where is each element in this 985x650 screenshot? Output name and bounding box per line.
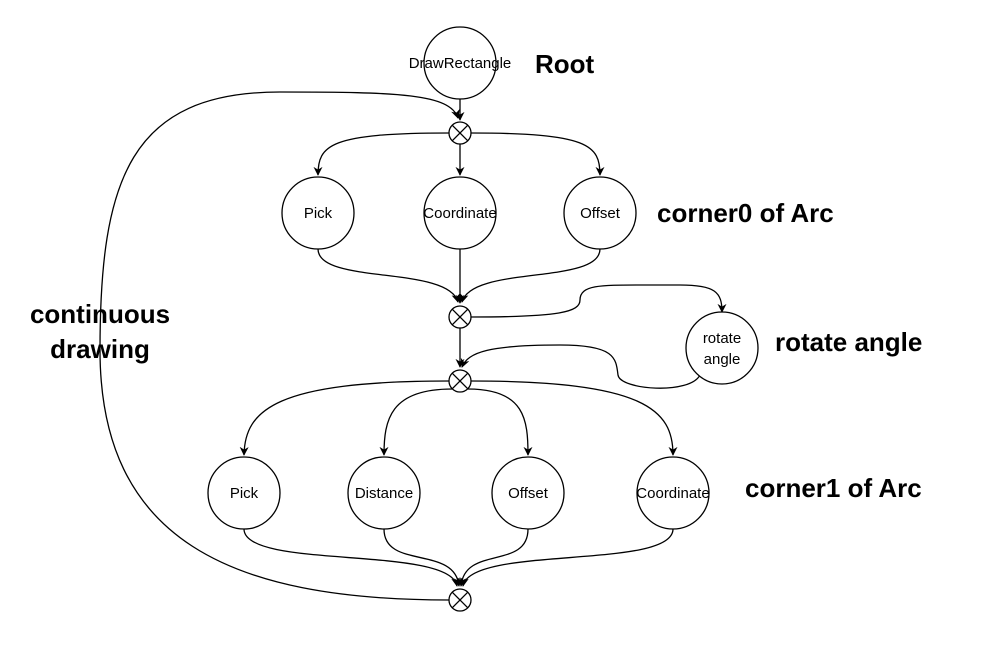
node-rotate-angle: rotate angle <box>685 311 759 385</box>
label-root: Root <box>535 49 595 79</box>
node-root: DrawRectangle <box>409 26 512 100</box>
node-c0-coordinate-label: Coordinate <box>423 205 496 222</box>
edge-junction3-to-c1-coordinate <box>470 380 678 456</box>
node-c0-offset: Offset <box>563 176 637 250</box>
junction-3-icon <box>448 369 472 393</box>
node-c1-offset: Offset <box>491 456 565 530</box>
edge-c1-pick-to-junction4 <box>243 528 461 587</box>
edge-c0-pick-to-junction2 <box>317 248 461 303</box>
edge-c1-distance-to-junction4 <box>383 528 463 587</box>
edge-junction1-to-c0-pick <box>313 132 450 176</box>
junction-1-icon <box>448 121 472 145</box>
edge-c1-coordinate-to-junction4 <box>459 528 674 587</box>
edge-continuous-drawing-loop <box>99 91 460 601</box>
node-c1-pick: Pick <box>207 456 281 530</box>
node-rotate-label-line2: angle <box>704 351 741 368</box>
edge-rotate-to-junction3 <box>460 344 701 389</box>
junction-4-icon <box>448 588 472 612</box>
node-c1-coordinate-label: Coordinate <box>636 485 709 502</box>
node-c0-pick: Pick <box>281 176 355 250</box>
label-continuous-line1: continuous <box>30 299 170 329</box>
node-root-label: DrawRectangle <box>409 55 512 72</box>
edge-junction3-to-c1-offset <box>467 388 533 456</box>
node-c1-offset-label: Offset <box>508 485 549 502</box>
junction-2-icon <box>448 305 472 329</box>
edge-junction3-to-c1-pick <box>239 380 450 456</box>
label-continuous-line2: drawing <box>50 334 150 364</box>
node-c1-pick-label: Pick <box>230 485 259 502</box>
node-c1-coordinate: Coordinate <box>636 456 710 530</box>
node-c0-coordinate: Coordinate <box>423 176 497 250</box>
edge-c1-offset-to-junction4 <box>457 528 529 587</box>
node-rotate-label-line1: rotate <box>703 330 741 347</box>
node-c1-distance-label: Distance <box>355 485 413 502</box>
edge-junction2-to-rotate <box>470 284 727 318</box>
edge-junction3-to-c1-distance <box>379 388 453 456</box>
label-corner0: corner0 of Arc <box>657 198 834 228</box>
node-c0-pick-label: Pick <box>304 205 333 222</box>
node-c1-distance: Distance <box>347 456 421 530</box>
label-rotate-angle: rotate angle <box>775 327 922 357</box>
label-corner1: corner1 of Arc <box>745 473 922 503</box>
edge-junction1-to-c0-offset <box>470 132 605 176</box>
node-c0-offset-label: Offset <box>580 205 621 222</box>
edge-c0-offset-to-junction2 <box>459 248 601 303</box>
